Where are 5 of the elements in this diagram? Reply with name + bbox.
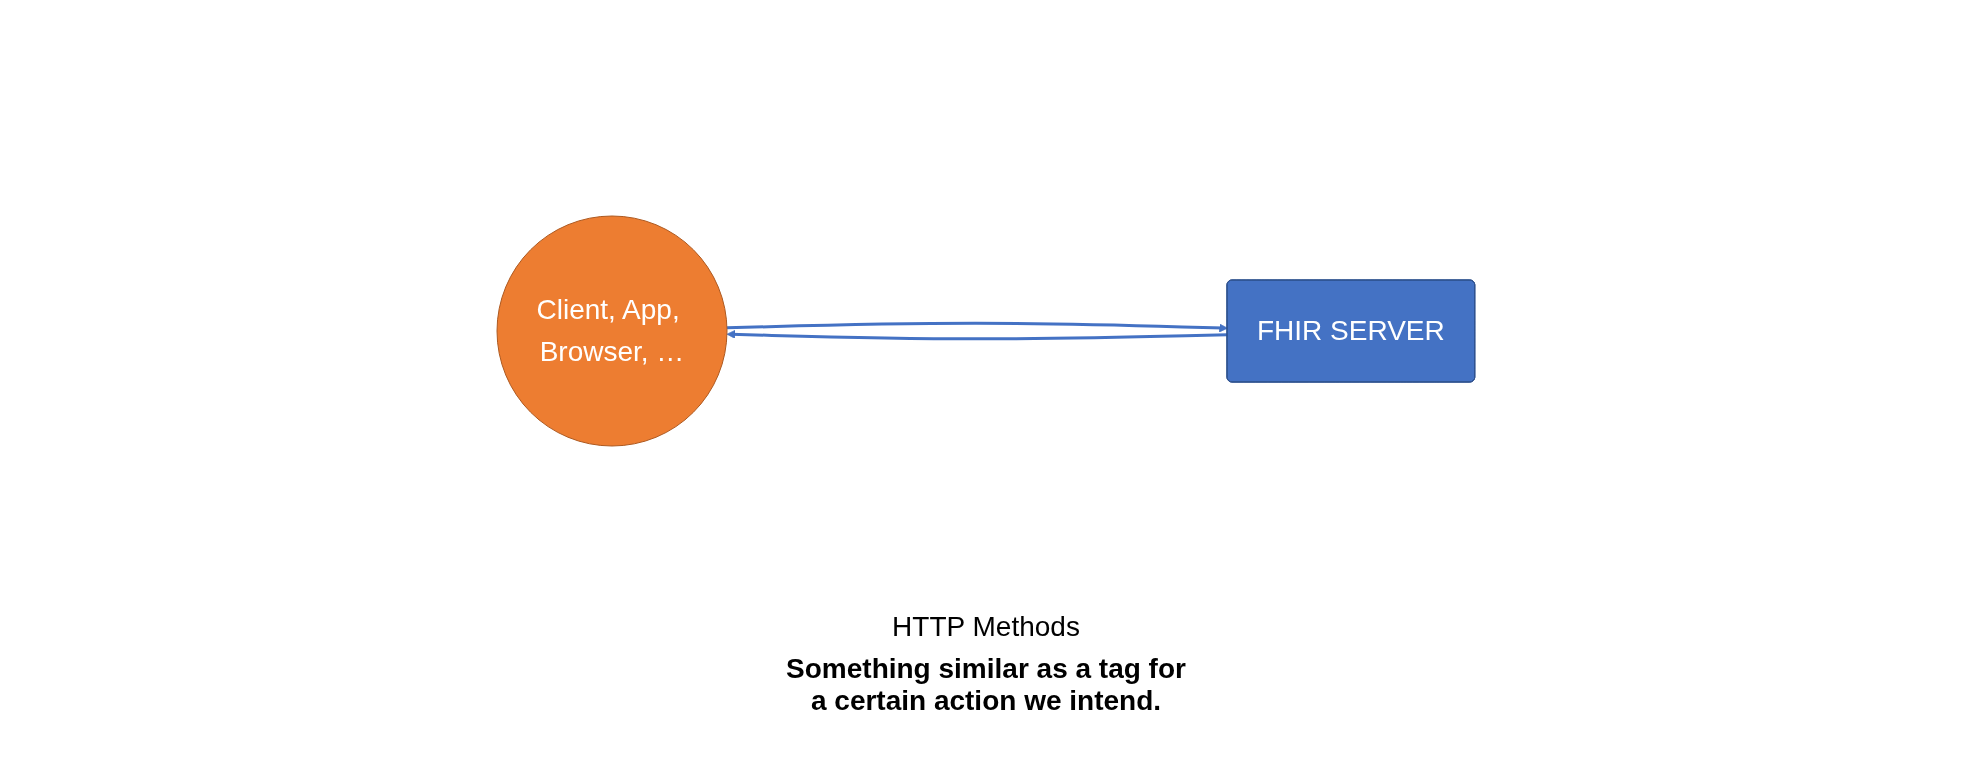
arrow	[726, 329, 1228, 341]
node-circle: Client, App, Browser, …	[496, 215, 728, 447]
label-text: HTTP Methods	[892, 611, 1080, 643]
arrow	[727, 321, 1229, 333]
note-text: Something similar as a tag for a certain action we intend.	[785, 653, 1187, 717]
